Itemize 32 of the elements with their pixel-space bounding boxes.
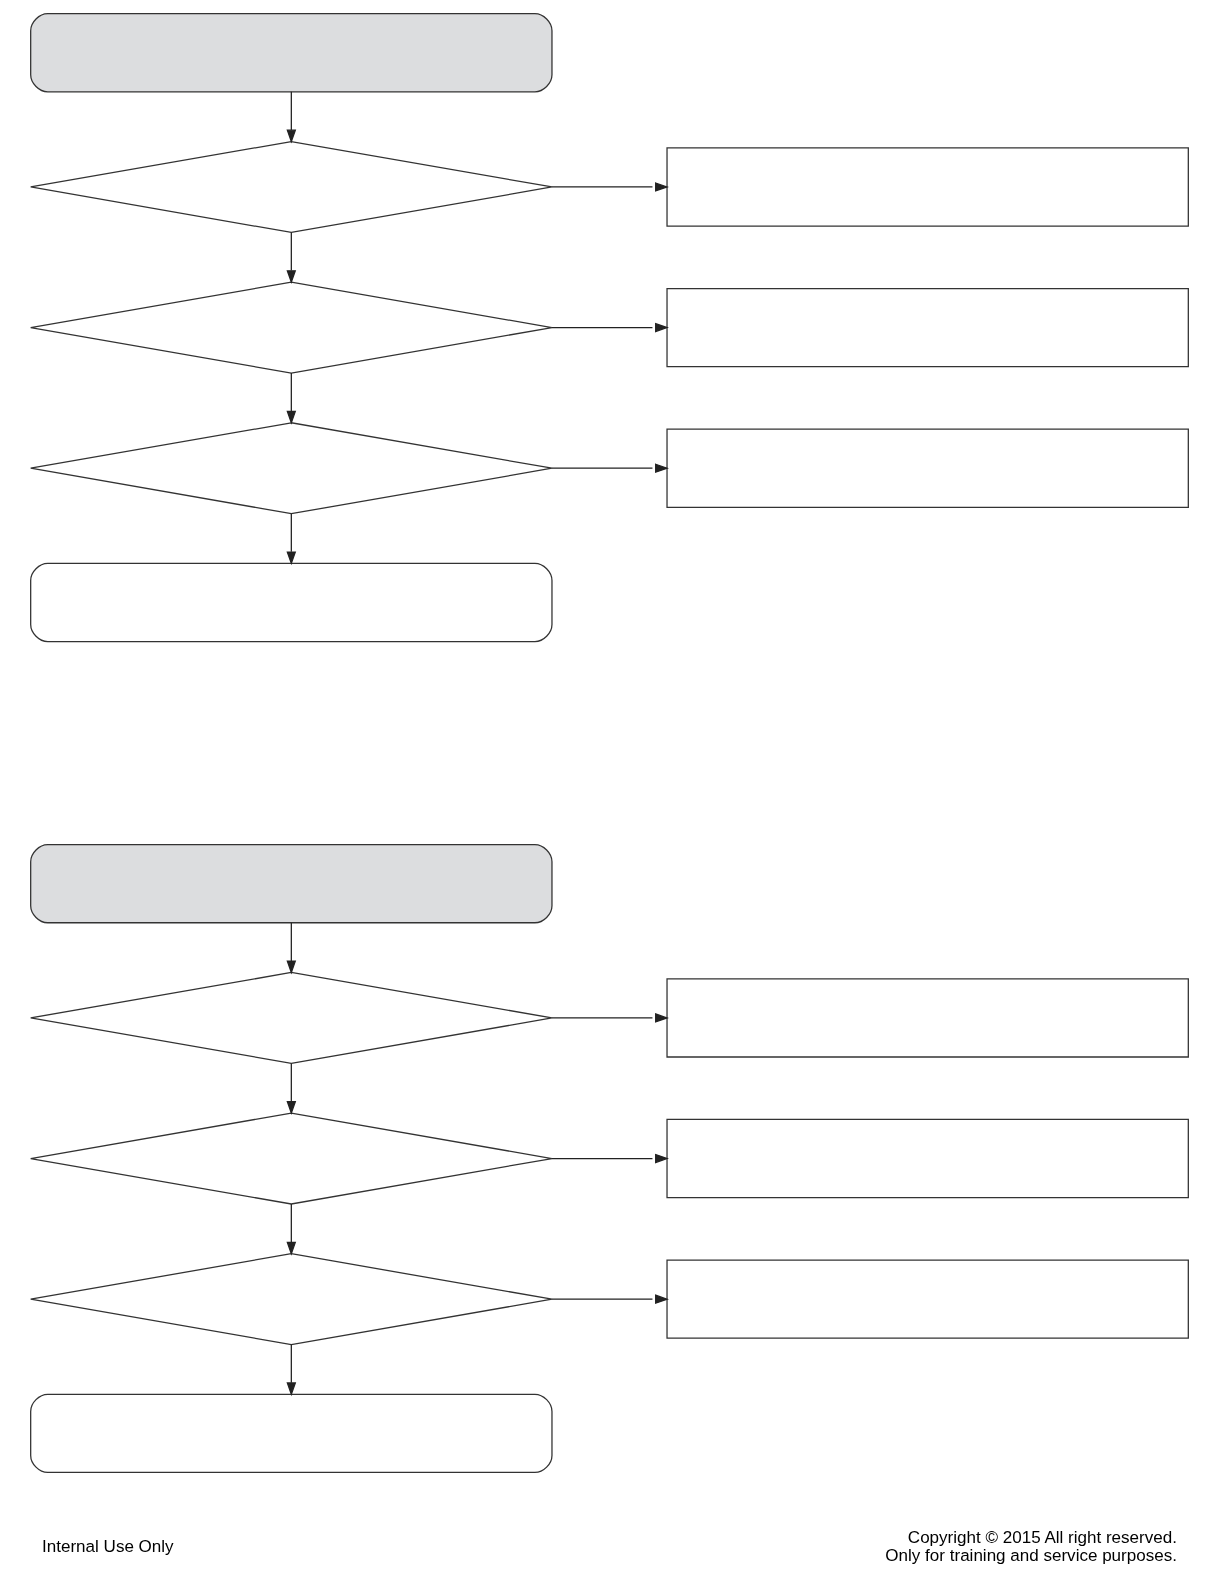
node-diamond — [30, 1112, 553, 1205]
node-box — [666, 1259, 1189, 1339]
label: Copyright © 2015 All right reserved. Only for training and service purposes. — [885, 1527, 1177, 1566]
arrow — [551, 463, 669, 474]
node-box — [666, 978, 1189, 1058]
node-box — [30, 13, 553, 93]
arrow — [551, 1294, 669, 1305]
node-diamond — [30, 971, 553, 1065]
arrow — [286, 231, 297, 285]
arrow — [286, 1062, 297, 1116]
arrow — [551, 182, 669, 192]
node-box — [666, 428, 1189, 508]
node-box — [30, 562, 553, 643]
label: Internal Use Only — [42, 1537, 174, 1557]
arrow — [551, 1013, 669, 1023]
node-diamond — [30, 281, 553, 374]
arrow — [286, 91, 297, 144]
node-diamond — [30, 140, 553, 234]
node-box — [30, 1393, 553, 1474]
node-diamond — [30, 1253, 553, 1346]
arrow — [551, 1153, 669, 1164]
node-box — [666, 147, 1189, 227]
node-box — [666, 1118, 1189, 1199]
arrow — [286, 922, 297, 975]
arrow — [286, 372, 297, 425]
node-box — [666, 287, 1189, 368]
arrow — [286, 1203, 297, 1256]
node-diamond — [30, 422, 553, 515]
arrow — [551, 322, 669, 333]
node-box — [30, 844, 553, 924]
arrow — [286, 513, 297, 566]
arrow — [286, 1343, 297, 1397]
